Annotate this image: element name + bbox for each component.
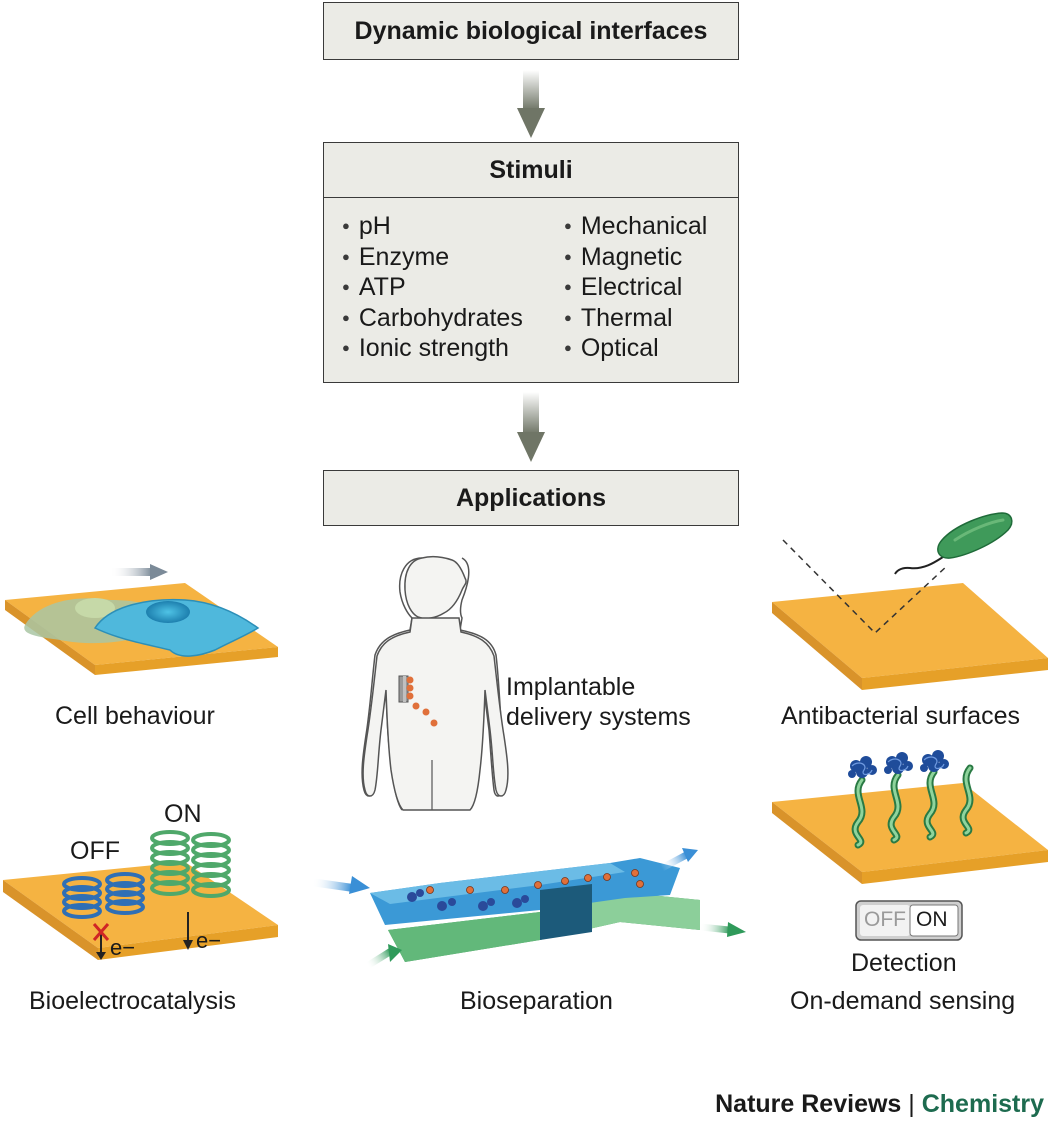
footer-separator: |	[908, 1090, 915, 1118]
stimulus-item: Magnetic	[564, 242, 707, 273]
off-label: OFF	[70, 837, 120, 865]
antibacterial-label: Antibacterial surfaces	[781, 702, 1021, 730]
off-on-switch	[855, 900, 963, 941]
switch-off-text: OFF	[864, 908, 906, 931]
applications-box: Applications	[323, 470, 739, 526]
diagram-title: Dynamic biological interfaces	[354, 17, 708, 45]
stimulus-item: Mechanical	[564, 211, 707, 242]
stimulus-item: pH	[342, 211, 523, 242]
implantable-label-line2: delivery systems	[506, 703, 691, 731]
electron-label-off: e−	[110, 935, 136, 960]
stimuli-box: Stimuli pH Enzyme ATP Carbohydrates Ioni…	[323, 142, 739, 383]
antibacterial-illustration	[772, 512, 1048, 690]
implantable-label-line1: Implantable	[506, 673, 636, 701]
detection-label: Detection	[851, 949, 957, 977]
down-arrow-1	[517, 70, 545, 138]
electron-label-on: e−	[196, 928, 222, 953]
stimulus-item: Optical	[564, 333, 707, 364]
bioelectrocatalysis-label: Bioelectrocatalysis	[29, 987, 237, 1015]
bioseparation-illustration	[311, 848, 746, 969]
journal-subject: Chemistry	[921, 1090, 1044, 1118]
bioseparation-label: Bioseparation	[460, 987, 613, 1015]
human-body-illustration	[361, 555, 509, 811]
stimulus-item: Carbohydrates	[342, 303, 523, 334]
cell-behaviour-label: Cell behaviour	[55, 702, 215, 730]
switch-on-text: ON	[916, 908, 948, 931]
stimulus-item: Ionic strength	[342, 333, 523, 364]
stimulus-item: Enzyme	[342, 242, 523, 273]
stimulus-item: ATP	[342, 272, 523, 303]
on-demand-sensing-label: On-demand sensing	[790, 987, 1016, 1015]
on-label: ON	[164, 800, 202, 828]
bioelectrocatalysis-illustration	[3, 830, 278, 960]
stimuli-list-right: Mechanical Magnetic Electrical Thermal O…	[564, 211, 707, 364]
applications-heading: Applications	[455, 484, 606, 512]
stimuli-list-left: pH Enzyme ATP Carbohydrates Ionic streng…	[342, 211, 523, 364]
detection-illustration	[772, 750, 1048, 884]
stimuli-heading: Stimuli	[324, 143, 738, 198]
journal-name: Nature Reviews	[715, 1090, 902, 1118]
title-box: Dynamic biological interfaces	[323, 2, 739, 60]
stimulus-item: Electrical	[564, 272, 707, 303]
cell-behaviour-illustration	[5, 564, 278, 675]
journal-footer: Nature Reviews | Chemistry	[715, 1090, 1044, 1119]
down-arrow-2	[517, 392, 545, 462]
stimulus-item: Thermal	[564, 303, 707, 334]
